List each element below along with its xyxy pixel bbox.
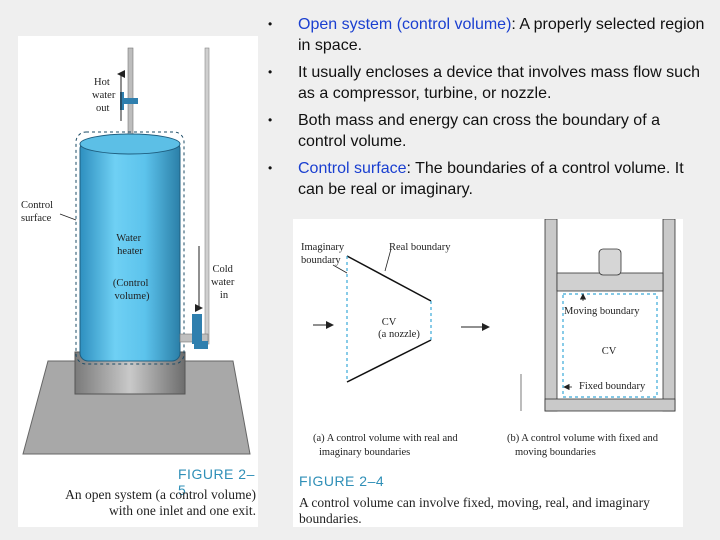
bullet-text: : A properly selected region in space. xyxy=(298,16,705,54)
figure-2-4-caption: A control volume can involve fixed, movi… xyxy=(299,495,683,527)
moving-boundary-label: Moving boundary xyxy=(564,306,640,317)
real-boundary-label: Real boundary xyxy=(389,242,451,253)
bullet-text: It usually encloses a device that involv… xyxy=(298,64,700,102)
nozzle-label: (a nozzle) xyxy=(378,329,420,340)
water-heater-label: Water heater xyxy=(116,233,143,257)
bullet-item: • It usually encloses a device that invo… xyxy=(268,62,708,104)
figure-control-volumes: Imaginary boundary Real boundary CV (a n… xyxy=(293,219,683,527)
water-heater-diagram: Hot water out Control surface Water heat… xyxy=(21,47,251,455)
cold-pipe xyxy=(204,47,210,345)
bullet-item: • Control surface: The boundaries of a c… xyxy=(268,158,708,200)
figure-2-5-caption: An open system (a control volume) with o… xyxy=(20,487,256,519)
bullet-text: Both mass and energy can cross the bound… xyxy=(298,112,660,150)
bullet-highlight: Open system (control volume) xyxy=(298,16,512,33)
bullet-text: : The boundaries of a control volume. It… xyxy=(298,160,684,198)
cold-inlet-pipe xyxy=(179,314,209,349)
figure-2-5-title: FIGURE 2–5 xyxy=(178,466,255,498)
hot-pipe xyxy=(127,47,134,145)
cv-label-b: CV xyxy=(602,346,617,357)
nozzle-diagram xyxy=(313,248,490,383)
cold-water-in-label: Cold water in xyxy=(211,264,237,301)
bullet-dot: • xyxy=(268,113,273,127)
subcaption-b: (b) A control volume with fixed and movi… xyxy=(507,433,661,458)
bullet-highlight: Control surface xyxy=(298,160,407,177)
bullet-list: • Open system (control volume): A proper… xyxy=(268,14,708,206)
control-volume-label: (Control volume) xyxy=(113,278,151,302)
imaginary-boundary-label: Imaginary boundary xyxy=(301,242,347,266)
hot-water-out-label: Hot water out xyxy=(92,77,118,114)
control-surface-label: Control surface xyxy=(21,200,56,224)
control-surface-leader xyxy=(59,213,77,221)
bullet-item: • Open system (control volume): A proper… xyxy=(268,14,708,56)
caption-line: boundaries. xyxy=(299,511,362,526)
caption-line: A control volume can involve fixed, movi… xyxy=(299,495,650,510)
bullet-dot: • xyxy=(268,65,273,79)
figure-water-heater: Hot water out Control surface Water heat… xyxy=(18,36,258,527)
cv-label-a: CV xyxy=(382,317,397,328)
hot-valve xyxy=(120,92,138,110)
control-surface-outline xyxy=(75,131,185,365)
caption-line: with one inlet and one exit. xyxy=(109,503,256,518)
control-volume-diagrams: Imaginary boundary Real boundary CV (a n… xyxy=(301,219,676,458)
bullet-dot: • xyxy=(268,17,273,31)
caption-line: An open system (a control volume) xyxy=(65,487,256,502)
fixed-boundary-label: Fixed boundary xyxy=(579,381,646,392)
figure-2-4-title: FIGURE 2–4 xyxy=(299,473,385,489)
bullet-item: • Both mass and energy can cross the bou… xyxy=(268,110,708,152)
piston-cylinder-diagram xyxy=(520,219,676,412)
subcaption-a: (a) A control volume with real and imagi… xyxy=(313,433,460,458)
tank-top xyxy=(79,133,181,155)
bullet-dot: • xyxy=(268,161,273,175)
